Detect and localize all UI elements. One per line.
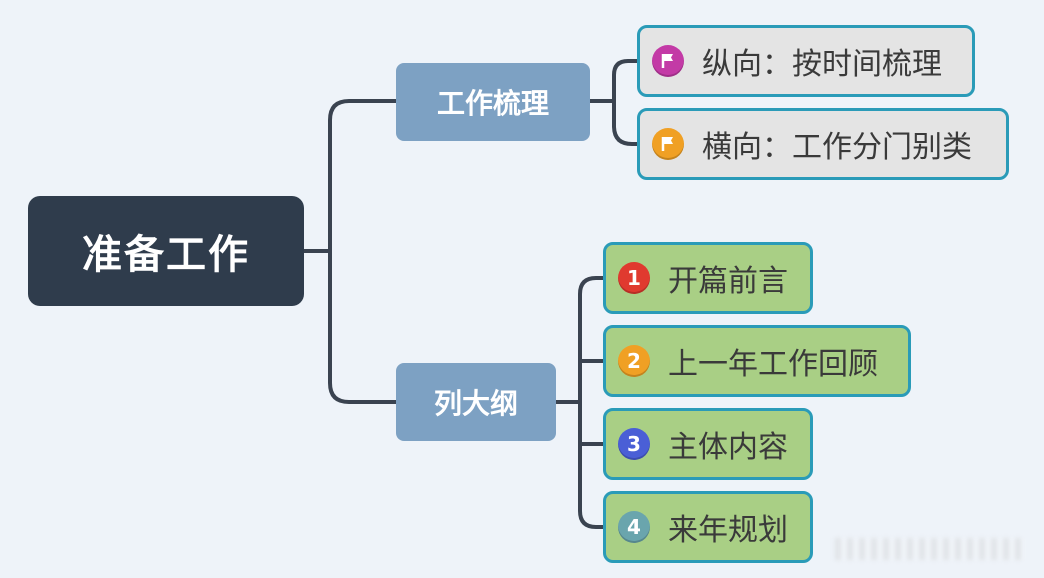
root-node[interactable]: 准备工作 (28, 196, 304, 306)
leaf-label: 纵向：按时间梳理 (702, 47, 942, 82)
marker-number: 2 (627, 349, 641, 373)
watermark (835, 538, 1025, 560)
marker-number: 4 (627, 515, 641, 539)
branch-node-work-review[interactable]: 工作梳理 (396, 63, 590, 141)
number-2-icon: 2 (618, 345, 650, 377)
flag-icon (652, 128, 684, 160)
branch-label: 工作梳理 (436, 87, 549, 120)
branch-node-outline[interactable]: 列大纲 (396, 363, 556, 441)
root-to-branches-connector (302, 99, 398, 404)
leaf-node-next-year-plan[interactable]: 4 来年规划 (603, 491, 813, 563)
number-4-icon: 4 (618, 511, 650, 543)
number-1-icon: 1 (618, 262, 650, 294)
leaf-label: 开篇前言 (668, 264, 788, 299)
leaf-node-opening[interactable]: 1 开篇前言 (603, 242, 813, 314)
leaf-label: 横向：工作分门别类 (702, 130, 972, 165)
branch-a-connector (588, 59, 639, 146)
branch-label: 列大纲 (433, 387, 518, 420)
leaf-label: 来年规划 (668, 513, 788, 548)
leaf-node-main-content[interactable]: 3 主体内容 (603, 408, 813, 480)
leaf-label: 上一年工作回顾 (668, 347, 878, 382)
leaf-node-vertical[interactable]: 纵向：按时间梳理 (637, 25, 975, 97)
flag-icon (652, 45, 684, 77)
number-3-icon: 3 (618, 428, 650, 460)
branch-b-connector (554, 276, 605, 529)
leaf-node-horizontal[interactable]: 横向：工作分门别类 (637, 108, 1009, 180)
root-label: 准备工作 (82, 232, 250, 278)
leaf-label: 主体内容 (668, 430, 788, 465)
leaf-node-last-year-review[interactable]: 2 上一年工作回顾 (603, 325, 911, 397)
marker-number: 1 (627, 266, 641, 290)
marker-number: 3 (627, 432, 641, 456)
